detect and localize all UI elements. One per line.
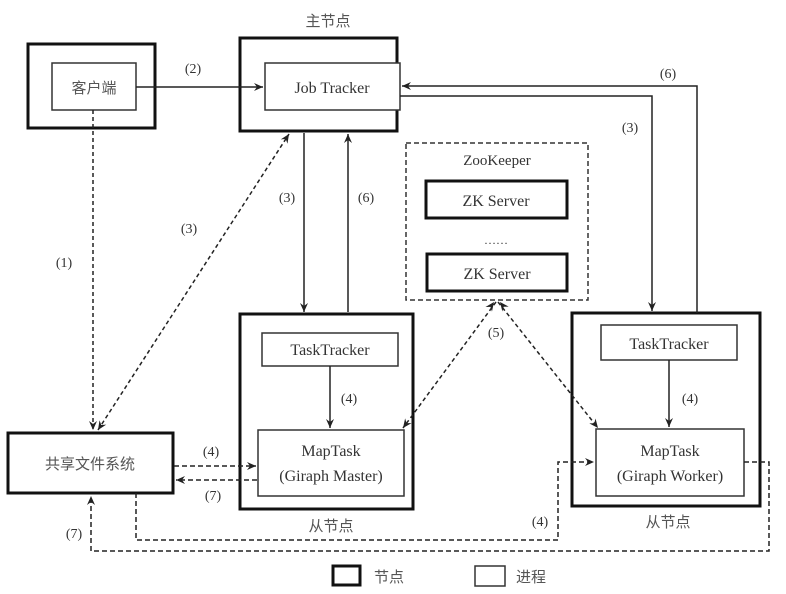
edge-mt2-to-zk-arrowhead	[500, 302, 509, 312]
edge-label-3-right: (3)	[622, 121, 639, 136]
edge-slave2-to-jobtracker	[402, 82, 698, 313]
slave-node-1-box	[238, 312, 415, 511]
edge-label-7-fs: (7)	[205, 489, 222, 504]
maptask-2-box	[595, 428, 745, 497]
maptask-1-label: MapTask	[301, 443, 360, 460]
shared-fs-label: 共享文件系统	[45, 455, 135, 473]
edge-fs-to-master	[97, 133, 290, 431]
edge-label-4-fs: (4)	[203, 445, 220, 460]
tasktracker-2-label: TaskTracker	[629, 336, 709, 353]
maptask-1-role: (Giraph Master)	[279, 468, 383, 485]
tasktracker-2-box	[600, 324, 738, 361]
maptask-1-box	[257, 429, 405, 497]
maptask-2-label: MapTask	[640, 443, 699, 460]
shared-fs-box	[6, 431, 175, 495]
maptask-2-role: (Giraph Worker)	[617, 468, 723, 485]
master-node-caption: 主节点	[305, 12, 350, 30]
edge-label-6-right: (6)	[660, 67, 677, 82]
zookeeper-title: ZooKeeper	[463, 153, 530, 169]
edge-label-3-diag: (3)	[181, 222, 198, 237]
zk-server-box-1	[424, 179, 569, 220]
edge-master-to-fs-arrowhead	[98, 420, 107, 430]
job-tracker-box	[264, 62, 401, 111]
client-process-box	[51, 62, 137, 111]
zk-server-box-2	[425, 252, 569, 293]
slave-node-1-caption: 从节点	[308, 517, 353, 535]
edge-label-2: (2)	[185, 62, 202, 77]
edge-label-4-long: (4)	[532, 515, 549, 530]
edge-label-3-down: (3)	[279, 191, 296, 206]
edge-label-5: (5)	[488, 326, 505, 341]
zk-server-label-2: ZK Server	[463, 266, 531, 283]
zk-ellipsis: ……	[484, 233, 508, 247]
edge-fs-to-mt2	[135, 458, 594, 541]
zookeeper-box	[405, 142, 589, 301]
edge-jobtracker-to-slave2	[400, 95, 656, 311]
client-node-box	[26, 42, 157, 130]
edge-mt2-to-fs	[87, 461, 770, 552]
tasktracker-1-box	[261, 332, 399, 367]
edge-mt1-to-zk-arrowhead	[485, 302, 494, 312]
slave-node-2-caption: 从节点	[645, 513, 690, 531]
tasktracker-1-label: TaskTracker	[290, 342, 370, 359]
edge-zk-to-mt2	[497, 301, 599, 429]
edge-label-7-long: (7)	[66, 527, 83, 542]
legend-node-label: 节点	[374, 568, 404, 586]
edge-label-6-up: (6)	[358, 191, 375, 206]
edge-label-1: (1)	[56, 256, 73, 271]
edge-zk-to-mt1	[402, 301, 497, 429]
legend-process-swatch	[474, 565, 506, 587]
edge-label-4-tt1: (4)	[341, 392, 358, 407]
client-label: 客户端	[71, 79, 116, 97]
legend-node-swatch	[331, 564, 362, 587]
zk-server-label-1: ZK Server	[462, 193, 530, 210]
legend-process-label: 进程	[516, 568, 546, 586]
job-tracker-label: Job Tracker	[294, 80, 370, 97]
edge-label-4-tt2: (4)	[682, 392, 699, 407]
slave-node-2-box	[570, 311, 762, 508]
